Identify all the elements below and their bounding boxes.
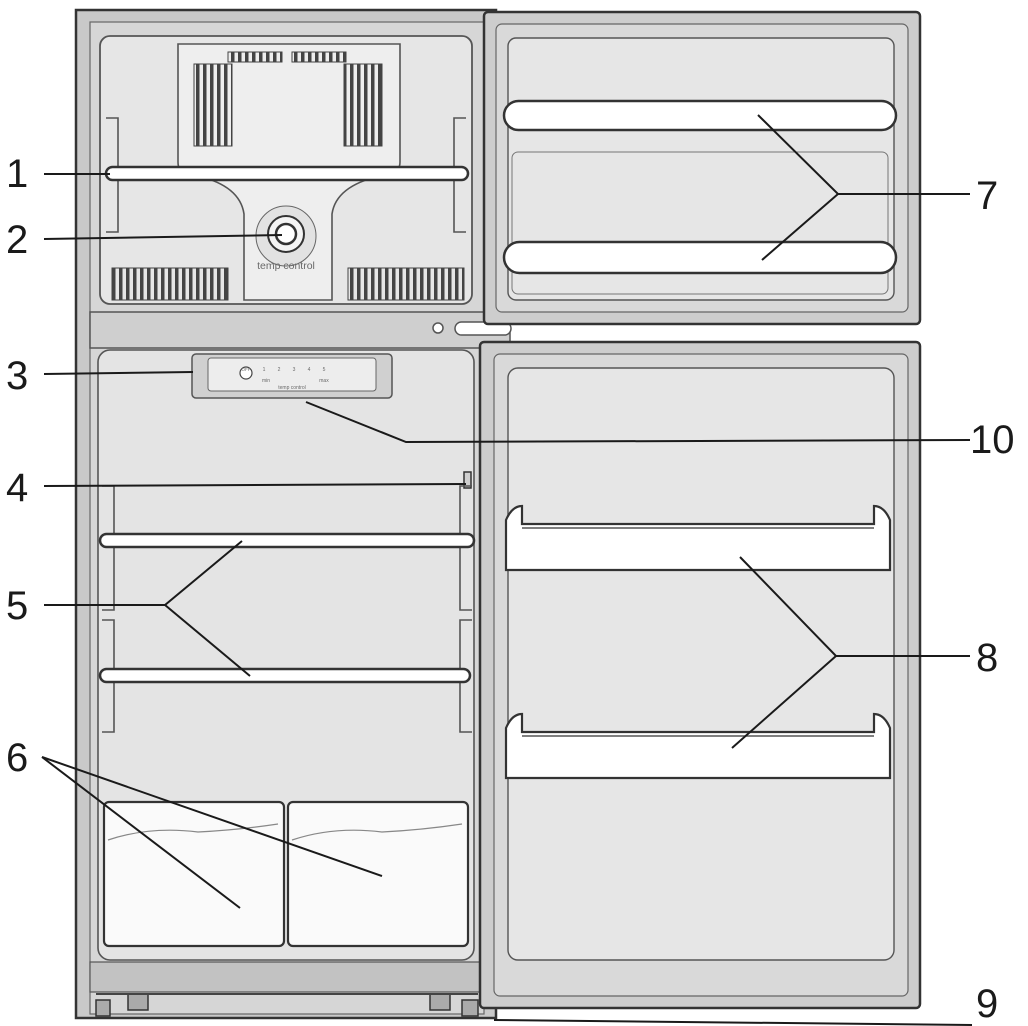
panel-max-label: max [319,378,329,384]
fresh-food-control-panel: OFF min max 1 2 3 4 5 temp control [191,353,393,399]
freezer-shelf [104,165,470,182]
panel-temp-control-label: temp control [278,385,306,391]
callout-4: 4 [6,466,29,510]
door-bin-lower [504,712,892,780]
panel-step-2: 2 [278,367,281,373]
callout-5: 5 [6,584,29,628]
panel-step-5: 5 [323,367,326,373]
freezer-door-shelf-lower [502,240,898,275]
fresh-food-door [478,340,922,1010]
door-switch-icon [432,322,444,334]
temp-control-dial-label: temp control [257,260,315,272]
foot-left [95,999,111,1017]
panel-off-label: OFF [242,367,251,372]
callout-7: 7 [976,174,999,218]
fresh-food-shelf-lower [98,667,472,684]
callout-9: 9 [976,982,999,1026]
panel-min-label: min [262,378,270,384]
callout-1: 1 [6,152,29,196]
freezer-temp-control-dial: temp control [255,205,317,272]
panel-step-3: 3 [293,367,296,373]
fresh-food-shelf-upper [98,532,476,549]
callout-3: 3 [6,354,29,398]
panel-step-4: 4 [308,367,311,373]
freezer-door-shelf-upper [502,99,898,132]
callout-6: 6 [6,736,29,780]
foot-right [461,999,479,1017]
callout-10: 10 [970,418,1015,462]
callout-2: 2 [6,218,29,262]
light-switch [463,471,472,489]
leader-lines [41,114,973,1026]
panel-step-1: 1 [263,367,266,373]
door-bin-upper [504,504,892,572]
freezer-door [482,10,922,326]
freezer-compartment: temp control [99,35,473,305]
callout-8: 8 [976,636,999,680]
